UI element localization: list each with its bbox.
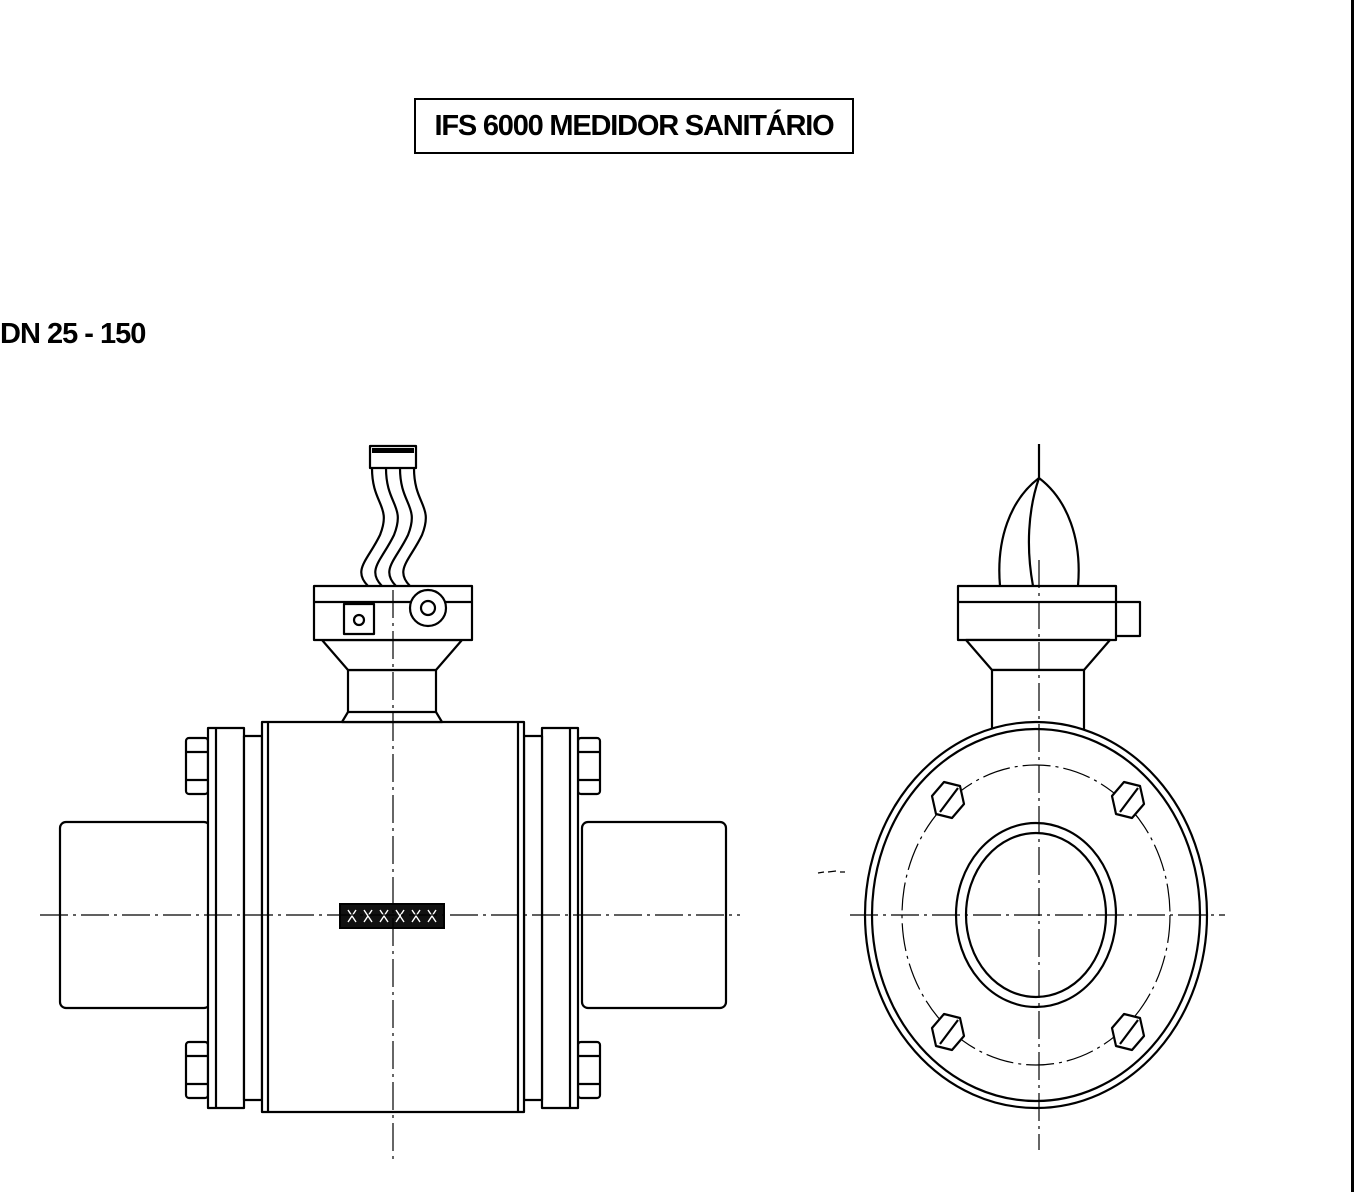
left-flange bbox=[206, 726, 264, 1110]
side-gland bbox=[1112, 600, 1142, 638]
side-view bbox=[817, 444, 1225, 1150]
side-wire-left bbox=[998, 477, 1040, 587]
side-terminal-box bbox=[956, 584, 1118, 642]
side-neck bbox=[990, 668, 1086, 732]
terminal-screw-icon bbox=[352, 613, 366, 627]
nameplate-marking bbox=[347, 909, 437, 923]
drawing-title: IFS 6000 MEDIDOR SANITÁRIO bbox=[434, 109, 834, 142]
size-range-label: DN 25 - 150 bbox=[0, 318, 146, 350]
terminal-cone bbox=[320, 638, 464, 672]
nameplate bbox=[339, 903, 445, 929]
scan-artifact bbox=[817, 870, 845, 874]
front-view bbox=[40, 444, 740, 1160]
side-bolts bbox=[930, 780, 1146, 1052]
cable-wires bbox=[360, 467, 427, 587]
meter-neck bbox=[340, 668, 444, 724]
drawing-frame-border bbox=[1351, 0, 1354, 1192]
side-cone bbox=[964, 638, 1112, 672]
side-wire-right bbox=[1038, 477, 1080, 587]
title-block: IFS 6000 MEDIDOR SANITÁRIO bbox=[414, 98, 854, 154]
right-flange bbox=[522, 726, 580, 1110]
cable-gland-inner bbox=[419, 599, 437, 617]
side-wire-mid bbox=[1027, 477, 1041, 587]
